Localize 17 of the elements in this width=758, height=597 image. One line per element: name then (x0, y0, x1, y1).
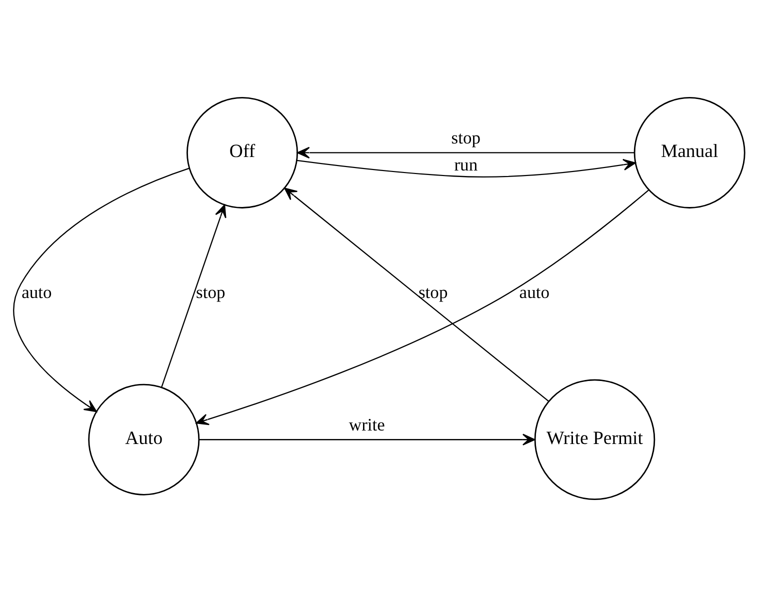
arrow (161, 204, 226, 388)
edge-label: stop (418, 282, 448, 302)
arrow (284, 188, 550, 402)
node-circle: Write Permit (534, 379, 656, 500)
edge-label: auto (519, 282, 550, 302)
arrow (296, 146, 634, 159)
arrow (296, 158, 636, 178)
node-circle: Auto (88, 384, 200, 496)
edge-label: stop (451, 127, 481, 148)
edge-label: auto (22, 282, 52, 302)
node-circle: Manual (634, 96, 746, 208)
arrow (13, 168, 190, 412)
arrow (196, 189, 650, 426)
edge-label: stop (196, 282, 226, 302)
arrow (199, 434, 536, 446)
edge-label: run (454, 154, 478, 174)
edge-label: write (348, 414, 385, 434)
